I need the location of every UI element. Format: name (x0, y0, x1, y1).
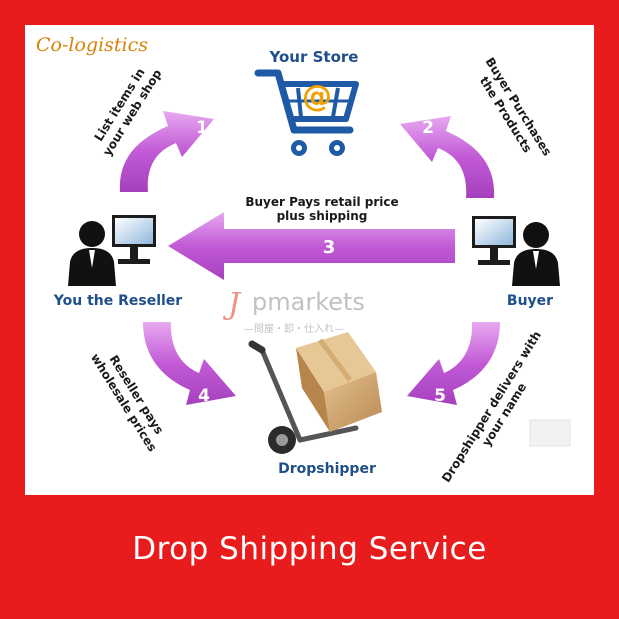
brand-logo: Co-logistics (36, 34, 149, 56)
step-3-text-line1: Buyer Pays retail price (245, 195, 398, 209)
watermark-logo-text: pmarkets (252, 288, 365, 316)
box-icon (296, 332, 382, 432)
at-symbol-icon: @ (302, 79, 332, 114)
arrow-step-5: 5 Dropshipper delivers with your name (407, 322, 544, 485)
arrow-step-3: 3 Buyer Pays retail price plus shipping (168, 195, 455, 280)
step-5-number: 5 (434, 386, 446, 406)
reseller-person-icon (68, 215, 156, 286)
arrow-step-1: 1 List items in your web shop (92, 66, 214, 192)
step-2-number: 2 (422, 118, 434, 138)
step-1-number: 1 (196, 118, 208, 138)
blank-placeholder-box (529, 419, 571, 447)
dropshipper-label: Dropshipper (278, 461, 376, 477)
watermark-logo-letter: J (222, 287, 242, 322)
footer-banner: Drop Shipping Service (0, 495, 619, 619)
footer-title: Drop Shipping Service (132, 531, 487, 567)
buyer-person-icon (472, 216, 560, 286)
store-label: Your Store (269, 48, 359, 66)
reseller-label: You the Reseller (53, 293, 183, 309)
watermark: J pmarkets —問屋・卸・仕入れ— (222, 287, 365, 335)
step-3-text-line2: plus shipping (277, 209, 368, 223)
shopping-cart-icon: @ (254, 69, 359, 156)
arrow-step-4: 4 Reseller pays wholesale prices (88, 322, 236, 454)
hand-truck-icon (248, 332, 382, 454)
step-3-number: 3 (323, 237, 336, 258)
step-4-number: 4 (198, 386, 210, 406)
buyer-label: Buyer (507, 293, 553, 309)
arrow-step-2: 2 Buyer Purchases the Products (400, 55, 554, 198)
watermark-tagline: —問屋・卸・仕入れ— (244, 322, 344, 335)
